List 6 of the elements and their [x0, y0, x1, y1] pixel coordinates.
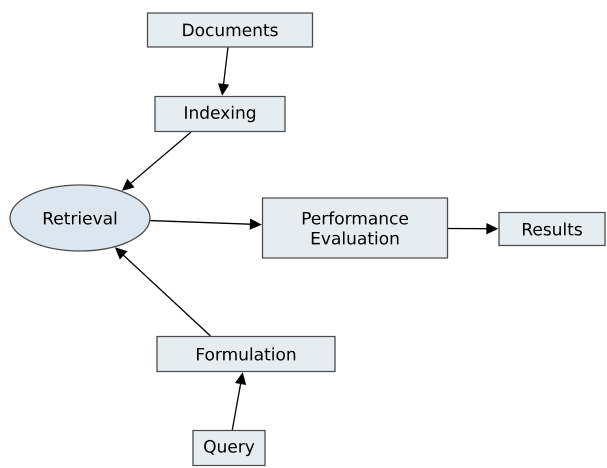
process-box: Query	[192, 430, 266, 466]
process-box: Performance Evaluation	[262, 197, 448, 259]
process-box: Indexing	[154, 96, 286, 132]
process-box: Documents	[146, 12, 314, 48]
process-box: Formulation	[156, 336, 336, 372]
process-box: Results	[498, 212, 606, 246]
